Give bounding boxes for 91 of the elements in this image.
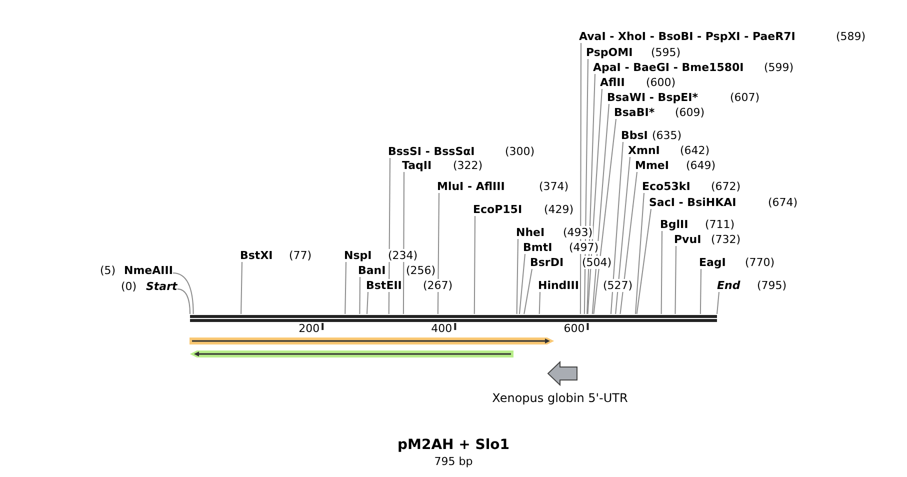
enzyme-label: BssSI - BssSαI bbox=[388, 145, 475, 158]
position-label: (609) bbox=[675, 106, 705, 119]
position-label: (493) bbox=[563, 226, 593, 239]
position-label: (642) bbox=[680, 144, 710, 157]
enzyme-label: NmeAIII bbox=[124, 264, 173, 277]
enzyme-label: PvuI bbox=[674, 233, 702, 246]
position-label: (595) bbox=[651, 46, 681, 59]
enzyme-label: SacI - BsiHKAI bbox=[649, 196, 736, 209]
enzyme-label: BanI bbox=[358, 264, 386, 277]
leader-line bbox=[592, 104, 610, 314]
leader-line bbox=[580, 42, 582, 314]
enzyme-label: HindIII bbox=[538, 279, 579, 292]
position-label: (429) bbox=[544, 203, 574, 216]
position-label: (256) bbox=[406, 264, 436, 277]
leader-line bbox=[366, 292, 368, 314]
leader-line bbox=[716, 292, 720, 314]
leader-line bbox=[518, 254, 526, 314]
feature-label: Xenopus globin 5'-UTR bbox=[491, 391, 629, 405]
leader-line bbox=[176, 288, 190, 314]
enzyme-label: MmeI bbox=[635, 159, 669, 172]
enzyme-label: BmtI bbox=[523, 241, 552, 254]
enzyme-label: NspI bbox=[344, 249, 372, 262]
position-label: (504) bbox=[582, 256, 612, 269]
enzyme-label: BsaWI - BspEI* bbox=[607, 91, 698, 104]
enzyme-label: EagI bbox=[699, 256, 726, 269]
leader-line bbox=[700, 268, 702, 314]
leader-line bbox=[620, 172, 638, 314]
leader-line bbox=[474, 216, 476, 314]
scale-label: 400 bbox=[431, 322, 452, 335]
leader-line bbox=[636, 208, 652, 314]
enzyme-label: BstXI bbox=[240, 249, 273, 262]
leader-line bbox=[172, 272, 194, 314]
position-label: (527) bbox=[603, 279, 633, 292]
enzyme-label: ApaI - BaeGI - Bme1580I bbox=[593, 61, 744, 74]
leader-line bbox=[240, 262, 242, 314]
position-label: (770) bbox=[745, 256, 775, 269]
leader-line bbox=[524, 268, 532, 314]
position-label: (732) bbox=[711, 233, 741, 246]
leader-line bbox=[660, 230, 662, 314]
position-label: (5) bbox=[100, 264, 116, 277]
leader-line bbox=[634, 192, 644, 314]
scale-label: 200 bbox=[298, 322, 320, 335]
leader-line bbox=[437, 192, 440, 314]
position-label: (267) bbox=[423, 279, 453, 292]
position-label: (795) bbox=[757, 279, 787, 292]
leader-line bbox=[610, 142, 624, 314]
enzyme-label: Start bbox=[146, 280, 178, 293]
enzyme-label: BbsI bbox=[621, 129, 648, 142]
position-label: (649) bbox=[686, 159, 716, 172]
enzyme-label: EcoP15I bbox=[473, 203, 522, 216]
leader-line bbox=[516, 238, 518, 314]
position-label: (234) bbox=[388, 249, 418, 262]
position-label: (589) bbox=[836, 30, 866, 43]
enzyme-label: NheI bbox=[516, 226, 545, 239]
enzyme-label: BglII bbox=[660, 218, 688, 231]
map-caption: 795 bp bbox=[433, 455, 474, 468]
enzyme-label: TaqII bbox=[402, 159, 432, 172]
enzyme-label: Eco53kI bbox=[642, 180, 690, 193]
enzyme-label: AflII bbox=[600, 76, 625, 89]
enzyme-label: BsaBI* bbox=[614, 106, 655, 119]
enzyme-label: AvaI - XhoI - BsoBI - PspXI - PaeR7I bbox=[579, 30, 796, 43]
scale-label: 600 bbox=[564, 322, 585, 335]
position-label: (711) bbox=[705, 218, 735, 231]
position-label: (672) bbox=[711, 180, 741, 193]
enzyme-label: End bbox=[717, 279, 740, 292]
enzyme-label: BstEII bbox=[366, 279, 402, 292]
leader-line bbox=[402, 172, 404, 314]
position-label: (599) bbox=[764, 61, 794, 74]
map-title: pM2AH + Slo1 bbox=[396, 437, 510, 453]
position-label: (322) bbox=[453, 159, 483, 172]
enzyme-label: XmnI bbox=[628, 144, 660, 157]
position-label: (607) bbox=[730, 91, 760, 104]
position-label: (674) bbox=[768, 196, 798, 209]
position-label: (374) bbox=[539, 180, 569, 193]
leader-line bbox=[587, 88, 602, 314]
position-label: (300) bbox=[505, 145, 535, 158]
leader-line bbox=[538, 292, 540, 314]
enzyme-label: BsrDI bbox=[530, 256, 564, 269]
enzyme-label: MluI - AflIII bbox=[437, 180, 505, 193]
leader-line bbox=[593, 118, 616, 314]
leader-line bbox=[674, 246, 676, 314]
leader-line bbox=[344, 262, 346, 314]
leader-line bbox=[359, 276, 360, 314]
position-label: (600) bbox=[646, 76, 676, 89]
position-label: (635) bbox=[652, 129, 682, 142]
sequence-bar bbox=[190, 315, 717, 322]
position-label: (77) bbox=[289, 249, 312, 262]
enzyme-label: PspOMI bbox=[586, 46, 633, 59]
leader-line bbox=[615, 156, 630, 314]
position-label: (497) bbox=[569, 241, 599, 254]
position-label: (0) bbox=[121, 280, 137, 293]
